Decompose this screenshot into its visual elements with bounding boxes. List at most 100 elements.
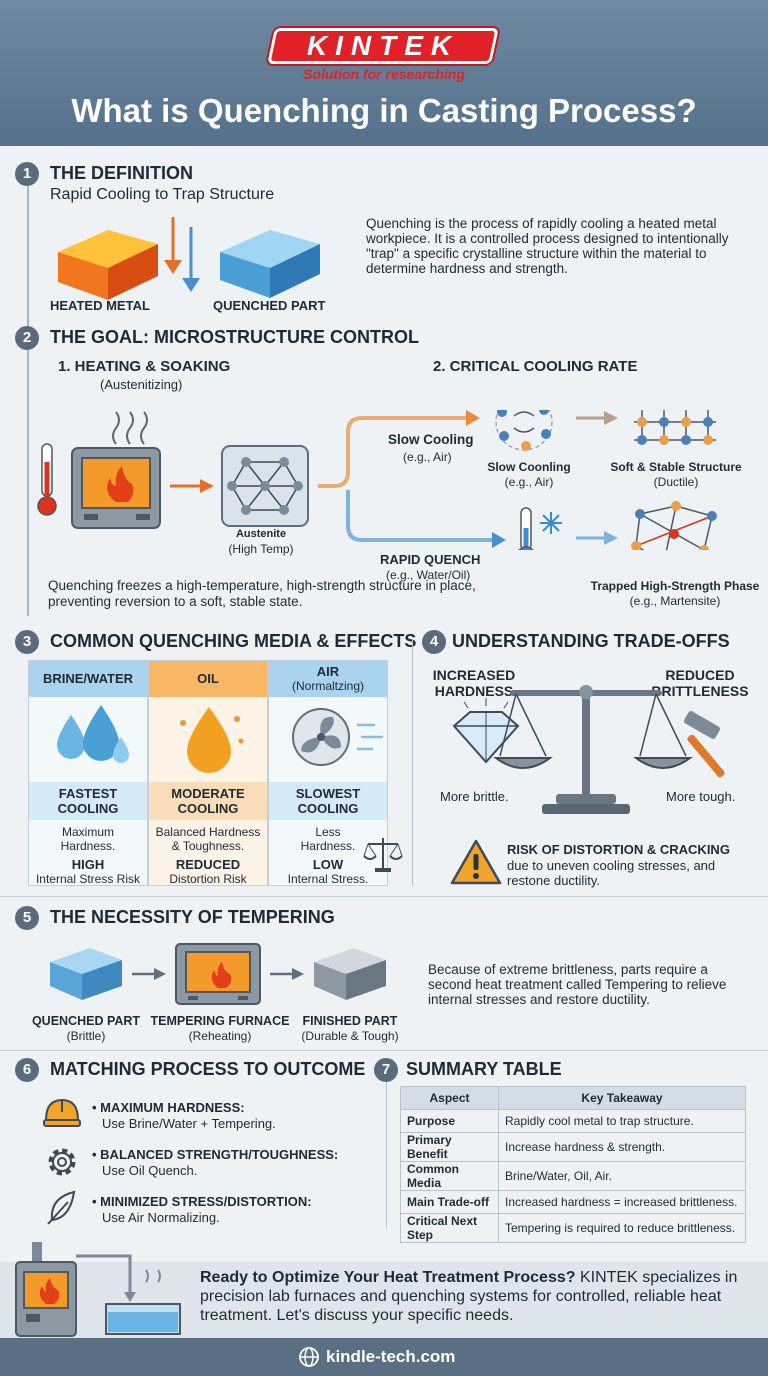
air-header-sub: (Normaltzing) xyxy=(291,679,364,693)
table-row: Common Media Brine/Water, Oil, Air. xyxy=(400,1161,746,1191)
arrow-to-trapped-icon xyxy=(576,531,618,545)
section-title-tempering: THE NECESSITY OF TEMPERING xyxy=(50,907,335,927)
water-drops-icon xyxy=(57,705,129,763)
balance-scale-icon xyxy=(492,685,694,814)
slow-cooling-label: Slow Cooling xyxy=(388,432,474,447)
section-number-5: 5 xyxy=(15,906,39,930)
table-row: Purpose Rapidly cool metal to trap struc… xyxy=(400,1109,746,1133)
footer-link[interactable]: kindle-tech.com xyxy=(326,1347,456,1366)
thermometer-hot-icon xyxy=(37,443,57,516)
table-cell-aspect: Purpose xyxy=(400,1109,499,1133)
heated-metal-icon xyxy=(58,230,158,300)
page-title: What is Quenching in Casting Process? xyxy=(71,92,697,129)
increased-hardness-label: INCREASED HARDNESS xyxy=(432,667,516,699)
media-column-air: AIR (Normaltzing) SLOWEST COOLING Less H… xyxy=(268,660,388,886)
finished-part-icon xyxy=(314,948,386,1000)
austenite-sub: (High Temp) xyxy=(228,542,294,556)
balanced-title: • BALANCED STRENGTH/TOUGHNESS: xyxy=(92,1147,339,1162)
branch-arrows-icon xyxy=(318,410,506,548)
oil-risk: Distortion Risk xyxy=(169,872,247,886)
tempering-text: Because of extreme brittleness, parts re… xyxy=(428,962,727,1007)
rapid-quench-label: RAPID QUENCH xyxy=(380,552,481,567)
microstructure-note: Quenching freezes a high-temperature, hi… xyxy=(48,578,476,609)
quenched-block-icon xyxy=(50,948,122,1000)
oil-rate: MODERATE COOLING xyxy=(149,782,267,820)
minimized-text: Use Air Normalizing. xyxy=(102,1210,220,1225)
cta-text: Ready to Optimize Your Heat Treatment Pr… xyxy=(200,1268,748,1325)
more-brittle-note: More brittle. xyxy=(440,789,509,804)
section-title-media: COMMON QUENCHING MEDIA & EFFECTS xyxy=(50,631,417,651)
rapid-quench-sub: (e.g., Water/Oil) xyxy=(386,568,471,582)
trapped-phase-label: Trapped High-Strength Phase xyxy=(590,579,760,593)
table-header-row: Aspect Key Takeaway xyxy=(400,1086,746,1110)
brine-risk-level: HIGH xyxy=(71,857,105,872)
quenched-step-sub: (Brittle) xyxy=(66,1029,106,1043)
arrow-to-austenite-icon xyxy=(170,479,214,493)
table-cell-aspect: Common Media xyxy=(400,1161,499,1191)
table-cell-aspect: Critical Next Step xyxy=(400,1213,499,1243)
divider-horizontal xyxy=(0,896,768,897)
air-risk: Internal Stress. xyxy=(287,872,369,886)
table-cell-takeaway: Rapidly cool metal to trap structure. xyxy=(498,1109,746,1133)
reduced-brittleness-label: REDUCED BRITTLENESS xyxy=(651,667,749,699)
table-cell-takeaway: Brine/Water, Oil, Air. xyxy=(498,1161,746,1191)
table-header-aspect: Aspect xyxy=(400,1086,499,1110)
slow-cooling-lattice-icon xyxy=(495,410,553,451)
air-effect: Less Hardness. xyxy=(300,825,356,853)
austenite-label: Austenite xyxy=(235,528,287,540)
risk-text: due to uneven cooling stresses, and rest… xyxy=(507,858,716,888)
table-cell-aspect: Main Trade-off xyxy=(400,1190,499,1214)
air-header-title: AIR xyxy=(316,664,340,679)
section-title-definition: THE DEFINITION xyxy=(50,163,193,183)
logo-tagline: Solution for researching xyxy=(303,66,465,82)
small-scale-icon xyxy=(363,838,403,872)
definition-text: Quenching is the process of rapidly cool… xyxy=(366,216,729,276)
brine-risk: Internal Stress Risk xyxy=(35,872,141,886)
oil-header: OIL xyxy=(149,661,267,697)
furnace-quench-illustration xyxy=(15,1242,181,1337)
minimized-title: • MINIMIZED STRESS/DISTORTION: xyxy=(92,1194,312,1209)
feather-icon xyxy=(47,1190,76,1225)
quenched-part-icon xyxy=(220,230,320,298)
section-title-microstructure: THE GOAL: MICROSTRUCTURE CONTROL xyxy=(50,327,419,347)
section-number-6: 6 xyxy=(15,1058,39,1082)
tempering-step-label: TEMPERING FURNACE xyxy=(150,1014,290,1028)
table-cell-takeaway: Increase hardness & strength. xyxy=(498,1132,746,1162)
thermometer-cold-icon xyxy=(518,507,534,550)
table-row: Main Trade-off Increased hardness = incr… xyxy=(400,1190,746,1214)
timeline-line xyxy=(27,186,29,616)
section-title-matching: MATCHING PROCESS TO OUTCOME xyxy=(50,1059,366,1079)
quenched-part-label: QUENCHED PART xyxy=(213,298,326,313)
media-column-oil: OIL MODERATE COOLING Balanced Hardness &… xyxy=(148,660,268,886)
header xyxy=(0,0,768,146)
snowflake-icon xyxy=(540,512,562,534)
section-title-summary: SUMMARY TABLE xyxy=(406,1059,562,1079)
logo-text: KINTEK xyxy=(306,30,460,61)
cta-bold: Ready to Optimize Your Heat Treatment Pr… xyxy=(200,1269,576,1286)
oil-risk-level: REDUCED xyxy=(175,857,241,872)
section-number-7: 7 xyxy=(374,1058,398,1082)
risk-title: RISK OF DISTORTION & CRACKING xyxy=(507,842,730,857)
hardhat-icon xyxy=(43,1098,81,1127)
heating-soaking-title: 1. HEATING & SOAKING xyxy=(58,358,231,375)
fan-icon xyxy=(292,708,383,766)
finished-step-label: FINISHED PART xyxy=(302,1014,398,1028)
air-risk-level: LOW xyxy=(312,857,344,872)
divider-vertical xyxy=(412,640,413,886)
soft-stable-lattice-icon xyxy=(634,410,716,445)
critical-cooling-title: 2. CRITICAL COOLING RATE xyxy=(433,358,638,375)
heated-metal-label: HEATED METAL xyxy=(50,298,150,313)
slow-coonling-sub: (e.g., Air) xyxy=(504,475,554,489)
section-number-4: 4 xyxy=(422,630,446,654)
quenched-step-label: QUENCHED PART xyxy=(31,1014,141,1028)
max-hardness-text: Use Brine/Water + Tempering. xyxy=(102,1116,276,1131)
finished-step-sub: (Durable & Tough) xyxy=(301,1029,399,1043)
table-row: Primary Benefit Increase hardness & stre… xyxy=(400,1132,746,1162)
table-cell-takeaway: Tempering is required to reduce brittlen… xyxy=(498,1213,746,1243)
martensite-lattice-icon xyxy=(631,501,717,550)
section-subtitle-definition: Rapid Cooling to Trap Structure xyxy=(50,186,275,203)
table-cell-takeaway: Increased hardness = increased brittlene… xyxy=(498,1190,746,1214)
more-tough-note: More tough. xyxy=(666,789,736,804)
definition-illustration xyxy=(58,217,320,300)
soft-stable-sub: (Ductile) xyxy=(653,475,699,489)
